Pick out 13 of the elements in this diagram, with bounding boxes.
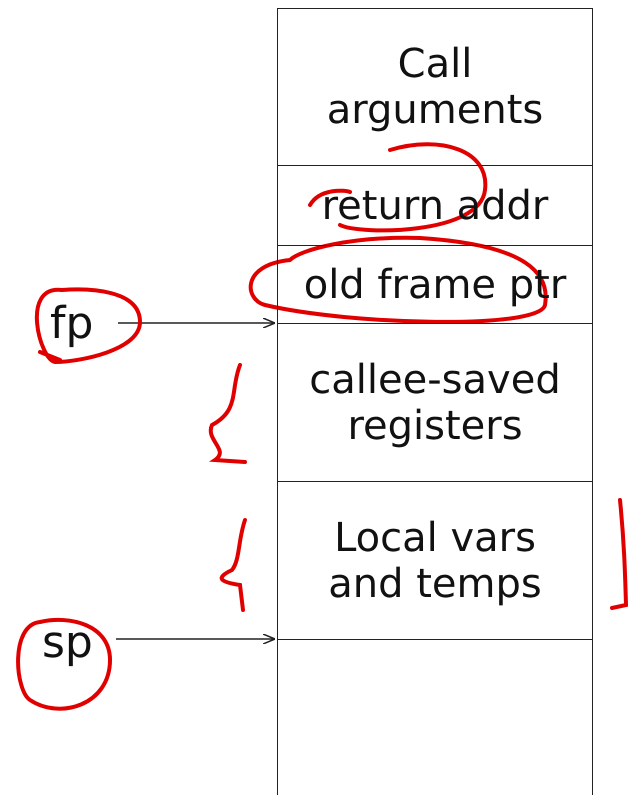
arrow xyxy=(118,317,276,329)
cell-label: Local vars and temps xyxy=(327,514,543,606)
stack-frame-cell xyxy=(277,8,593,166)
pointer-label: fp xyxy=(50,298,102,350)
cell-label: Call arguments xyxy=(326,41,544,133)
stack-frame-cell xyxy=(277,481,593,640)
arrow xyxy=(116,633,276,645)
pointer-label: sp xyxy=(42,617,100,669)
stack-frame-cell xyxy=(277,165,593,246)
stack-frame-cell xyxy=(277,245,593,324)
cell-label: callee-saved registers xyxy=(308,356,562,448)
stack-frame-cell xyxy=(277,323,593,482)
empty-stack-cell xyxy=(277,639,593,795)
